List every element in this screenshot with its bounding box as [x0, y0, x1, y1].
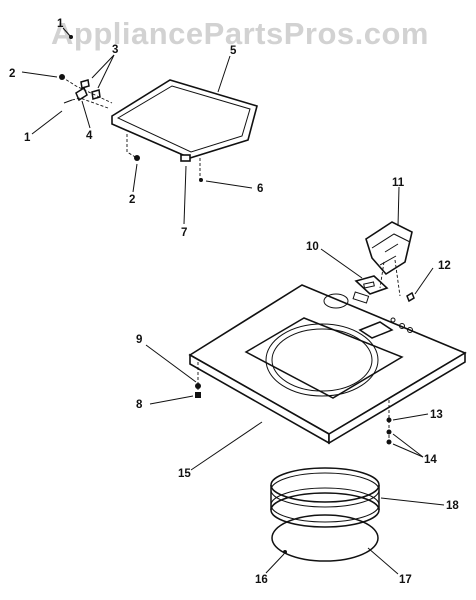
callout-18: 18 [446, 500, 459, 512]
clip-8 [195, 392, 201, 398]
tub-ring-and-gasket [270, 467, 380, 562]
callout-12: 12 [438, 260, 451, 272]
callout-4: 4 [86, 130, 93, 142]
tub-gasket-17 [271, 514, 379, 562]
callout-6: 6 [257, 183, 263, 195]
panel-hole-a [399, 323, 405, 329]
callout-13: 13 [430, 409, 443, 421]
callout-2a: 2 [9, 68, 15, 80]
callout-8: 8 [136, 399, 143, 411]
tub-opening-inner [271, 328, 373, 392]
panel-hole-b [407, 327, 413, 333]
switch-slot [352, 291, 370, 304]
hinge-4 [75, 86, 88, 102]
screw-12 [406, 291, 415, 303]
callout-14: 14 [424, 454, 437, 466]
leader-lines [21, 27, 445, 575]
screw-9 [195, 383, 201, 389]
callout-1b: 1 [24, 132, 31, 144]
panel-slot [358, 321, 394, 339]
switch-actuator-10 [354, 275, 389, 295]
clamp-16 [283, 550, 287, 554]
callout-3: 3 [112, 44, 118, 56]
callout-1a: 1 [57, 18, 64, 30]
hinge-clip-3a [80, 79, 90, 89]
callout-labels: 1 3 5 2 1 4 2 6 7 11 10 12 9 8 13 14 15 … [9, 18, 459, 586]
lid-hinge-pin [180, 154, 191, 162]
panel-fasteners [195, 362, 392, 445]
callout-7: 7 [181, 227, 187, 239]
screw-2b [134, 155, 140, 161]
callout-17: 17 [399, 574, 412, 586]
top-panel [188, 284, 467, 445]
callout-5: 5 [230, 45, 237, 57]
hinge-clip-3b [91, 89, 101, 100]
lid-part [111, 79, 258, 162]
lid-switch-assembly [354, 221, 415, 303]
callout-16: 16 [255, 574, 268, 586]
panel-hole-c [390, 317, 396, 323]
watermark: AppliancePartsPros.com [51, 16, 429, 51]
callout-15: 15 [178, 468, 191, 480]
lid-opening [244, 317, 404, 399]
callout-11: 11 [392, 177, 405, 189]
lid-switch-11 [365, 221, 413, 276]
panel-hole [323, 293, 349, 309]
screw-1b [63, 99, 73, 104]
callout-10: 10 [306, 241, 319, 253]
callout-9: 9 [136, 334, 142, 346]
callout-2b: 2 [129, 194, 135, 206]
tub-opening [265, 323, 379, 397]
